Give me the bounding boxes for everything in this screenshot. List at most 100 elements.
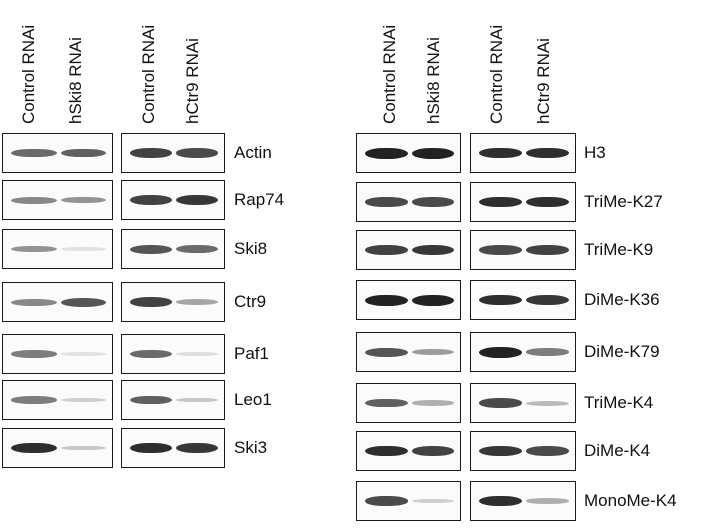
blot-band bbox=[411, 294, 454, 306]
right-blot-panel-trime-k27-2 bbox=[470, 182, 576, 222]
blot-band bbox=[60, 445, 106, 451]
right-blot-panel-dime-k79-1 bbox=[356, 332, 461, 372]
right-row-label-h3: H3 bbox=[584, 143, 606, 162]
left-column-label-3: Control RNAi bbox=[139, 24, 158, 124]
right-blot-panel-trime-k4-1 bbox=[356, 383, 461, 423]
blot-band bbox=[479, 147, 522, 159]
blot-band bbox=[130, 148, 172, 158]
blot-band bbox=[365, 496, 408, 506]
right-blot-panel-trime-k9-1 bbox=[356, 230, 461, 270]
left-row-label-rap74: Rap74 bbox=[234, 190, 285, 209]
blot-band bbox=[479, 495, 522, 507]
left-blot-panel-leo1-1 bbox=[2, 380, 113, 420]
right-blot-panel-dime-k36-2 bbox=[470, 280, 576, 320]
left-row-label-ctr9: Ctr9 bbox=[234, 292, 267, 311]
left-blot-panel-ski8-1 bbox=[2, 229, 113, 269]
blot-band bbox=[60, 196, 106, 204]
blot-band bbox=[176, 442, 218, 454]
left-column-label-1: Control RNAi bbox=[19, 24, 38, 124]
blot-band bbox=[365, 347, 408, 357]
blot-band bbox=[365, 398, 408, 408]
blot-band bbox=[60, 247, 106, 251]
blot-band bbox=[11, 245, 57, 253]
right-column-label-4: hCtr9 RNAi bbox=[534, 38, 553, 124]
blot-band bbox=[411, 147, 454, 159]
right-column-label-1: Control RNAi bbox=[380, 24, 399, 124]
right-blot-panel-trime-k4-2 bbox=[470, 383, 576, 423]
blot-band bbox=[526, 147, 569, 159]
blot-band bbox=[11, 396, 57, 404]
blot-band bbox=[479, 196, 522, 208]
blot-band bbox=[411, 400, 454, 406]
blot-band bbox=[365, 147, 408, 159]
blot-band bbox=[365, 245, 408, 255]
blot-band bbox=[176, 352, 218, 356]
blot-band bbox=[176, 148, 218, 158]
left-blot-panel-actin-2 bbox=[121, 133, 225, 173]
right-row-label-dime-k4: DiMe-K4 bbox=[584, 441, 651, 460]
right-blot-panel-monome-k4-1 bbox=[356, 481, 461, 521]
right-blot-panel-dime-k36-1 bbox=[356, 280, 461, 320]
blot-band bbox=[365, 445, 408, 457]
blot-band bbox=[479, 445, 522, 457]
right-column-label-2: hSki8 RNAi bbox=[424, 37, 443, 124]
blot-band bbox=[526, 196, 569, 208]
left-row-label-ski8: Ski8 bbox=[234, 239, 268, 258]
blot-band bbox=[130, 195, 172, 205]
right-row-label-dime-k79: DiMe-K79 bbox=[584, 342, 660, 361]
blot-band bbox=[176, 194, 218, 206]
blot-band bbox=[365, 197, 408, 207]
blot-band bbox=[411, 244, 454, 256]
right-blot-panel-dime-k4-1 bbox=[356, 431, 461, 471]
right-blot-panel-dime-k4-2 bbox=[470, 431, 576, 471]
blot-band bbox=[526, 400, 569, 406]
left-blot-panel-ski3-2 bbox=[121, 428, 225, 468]
left-row-label-leo1: Leo1 bbox=[234, 390, 272, 409]
right-column-label-3: Control RNAi bbox=[487, 24, 506, 124]
blot-band bbox=[411, 498, 454, 504]
blot-band bbox=[176, 244, 218, 254]
blot-band bbox=[11, 350, 57, 358]
blot-band bbox=[526, 294, 569, 306]
blot-band bbox=[176, 397, 218, 403]
blot-band bbox=[130, 244, 172, 254]
left-blot-panel-ski3-1 bbox=[2, 428, 113, 468]
left-blot-panel-ctr9-1 bbox=[2, 282, 113, 322]
blot-band bbox=[526, 498, 569, 504]
right-row-label-trime-k4: TriMe-K4 bbox=[584, 393, 654, 412]
blot-band bbox=[60, 352, 106, 356]
left-blot-panel-ctr9-2 bbox=[121, 282, 225, 322]
blot-band bbox=[479, 398, 522, 408]
right-blot-panel-h3-2 bbox=[470, 133, 576, 173]
left-blot-panel-rap74-1 bbox=[2, 180, 113, 220]
blot-band bbox=[479, 346, 522, 358]
left-blot-panel-paf1-2 bbox=[121, 334, 225, 374]
left-column-label-2: hSki8 RNAi bbox=[66, 37, 85, 124]
right-blot-panel-dime-k79-2 bbox=[470, 332, 576, 372]
blot-band bbox=[130, 442, 172, 454]
right-blot-panel-trime-k9-2 bbox=[470, 230, 576, 270]
blot-band bbox=[60, 148, 106, 158]
left-column-label-4: hCtr9 RNAi bbox=[183, 38, 202, 124]
right-blot-panel-monome-k4-2 bbox=[470, 481, 576, 521]
right-row-label-trime-k9: TriMe-K9 bbox=[584, 240, 654, 259]
blot-band bbox=[11, 442, 57, 454]
blot-band bbox=[479, 245, 522, 255]
right-blot-panel-h3-1 bbox=[356, 133, 461, 173]
left-blot-panel-actin-1 bbox=[2, 133, 113, 173]
right-row-label-trime-k27: TriMe-K27 bbox=[584, 192, 663, 211]
left-row-label-paf1: Paf1 bbox=[234, 344, 269, 363]
blot-band bbox=[176, 299, 218, 305]
blot-band bbox=[411, 348, 454, 356]
right-row-label-monome-k4: MonoMe-K4 bbox=[584, 491, 677, 510]
right-blot-panel-trime-k27-1 bbox=[356, 182, 461, 222]
blot-band bbox=[130, 297, 172, 307]
left-row-label-ski3: Ski3 bbox=[234, 438, 268, 457]
blot-band bbox=[411, 197, 454, 207]
blot-band bbox=[479, 294, 522, 306]
right-row-label-dime-k36: DiMe-K36 bbox=[584, 290, 660, 309]
left-blot-panel-ski8-2 bbox=[121, 229, 225, 269]
blot-band bbox=[130, 395, 172, 405]
blot-band bbox=[11, 196, 57, 204]
